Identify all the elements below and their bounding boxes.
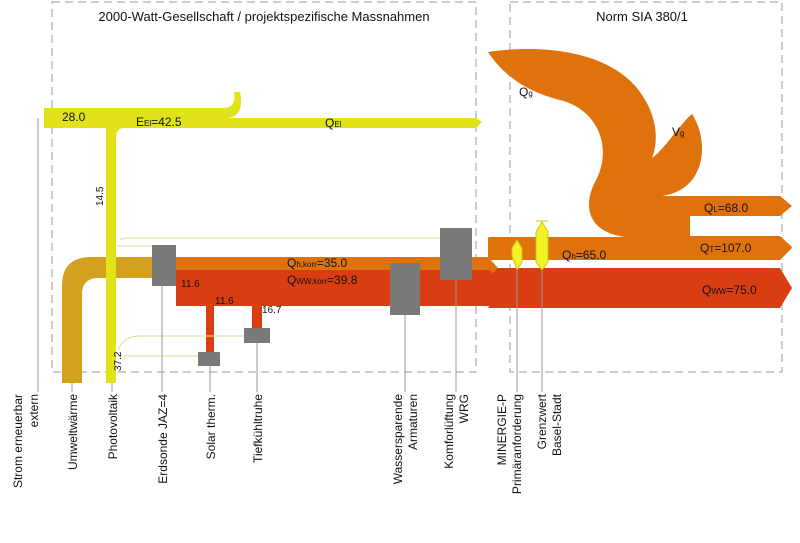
label-strom-extern: 28.0 bbox=[62, 110, 86, 124]
bottom-label-minergie-1: MINERGIE-P bbox=[495, 394, 509, 465]
freezer-flow bbox=[252, 282, 284, 336]
label-qh: Qh=65.0 bbox=[562, 248, 606, 262]
bottom-label-wasser-1: Wassersparende bbox=[391, 394, 405, 485]
label-freezer-out: 16.7 bbox=[262, 305, 282, 316]
label-qt: QT=107.0 bbox=[700, 241, 752, 255]
label-pv-mid: 14.5 bbox=[95, 186, 106, 206]
water-saving-device bbox=[390, 263, 420, 315]
pv-to-wrg-line bbox=[119, 237, 440, 241]
label-solar-out: 11.6 bbox=[215, 296, 234, 307]
label-qww: QWW=75.0 bbox=[702, 283, 757, 297]
label-qg: Qg bbox=[519, 85, 533, 99]
bottom-label-komfort-1: Komforlüftung bbox=[442, 394, 456, 469]
bottom-label-grenz-2: Basel-Stadt bbox=[550, 393, 564, 456]
header-norm: Norm SIA 380/1 bbox=[596, 9, 688, 24]
pv-to-freezer-line bbox=[117, 335, 250, 351]
qww-flow bbox=[488, 268, 792, 308]
erdsonde-device bbox=[152, 245, 176, 286]
freezer-device bbox=[244, 328, 270, 343]
bottom-label-komfort-2: WRG bbox=[457, 394, 471, 423]
solar-device bbox=[198, 352, 220, 366]
bottom-label-tiefkuehl: Tiefkühltruhe bbox=[251, 394, 265, 463]
bottom-label-minergie-2: Primäranforderung bbox=[510, 394, 524, 494]
grenzwert-marker bbox=[535, 221, 549, 271]
solar-thermal-flow bbox=[206, 272, 234, 360]
ambient-flow bbox=[62, 257, 158, 383]
frame-project-measures bbox=[51, 1, 477, 373]
bottom-label-strom-1: Strom erneuerbar bbox=[11, 394, 25, 488]
label-pv-bottom: 37.2 bbox=[113, 351, 124, 371]
label-e-el: EEl=42.5 bbox=[136, 115, 182, 129]
qg-flow bbox=[488, 48, 792, 259]
label-vg: Vg bbox=[672, 125, 684, 139]
header-project-measures: 2000-Watt-Gesellschaft / projektspezifis… bbox=[98, 9, 429, 24]
label-ql: QL=68.0 bbox=[704, 201, 748, 215]
label-qww-korr: QWW,korr=39.8 bbox=[287, 273, 358, 287]
bottom-label-solar: Solar therm. bbox=[204, 394, 218, 459]
bottom-label-grenz-1: Grenzwert bbox=[535, 393, 549, 449]
label-qh-korr: Qh,korr=35.0 bbox=[287, 256, 347, 270]
bottom-label-strom-2: extern bbox=[27, 394, 41, 427]
bottom-label-pv: Photovoltaik bbox=[106, 393, 120, 459]
bottom-label-umwelt: Umweltwärme bbox=[66, 394, 80, 470]
label-erdsonde-out: 11.6 bbox=[181, 279, 200, 290]
frame-norm bbox=[509, 1, 783, 373]
label-q-el: QEl bbox=[325, 116, 342, 130]
bottom-label-wasser-2: Armaturen bbox=[406, 394, 420, 450]
ventilation-device bbox=[440, 228, 472, 280]
bottom-label-erdsonde: Erdsonde JAZ=4 bbox=[156, 394, 170, 484]
qh-flow bbox=[488, 237, 792, 260]
electricity-extern-flow bbox=[44, 92, 482, 383]
